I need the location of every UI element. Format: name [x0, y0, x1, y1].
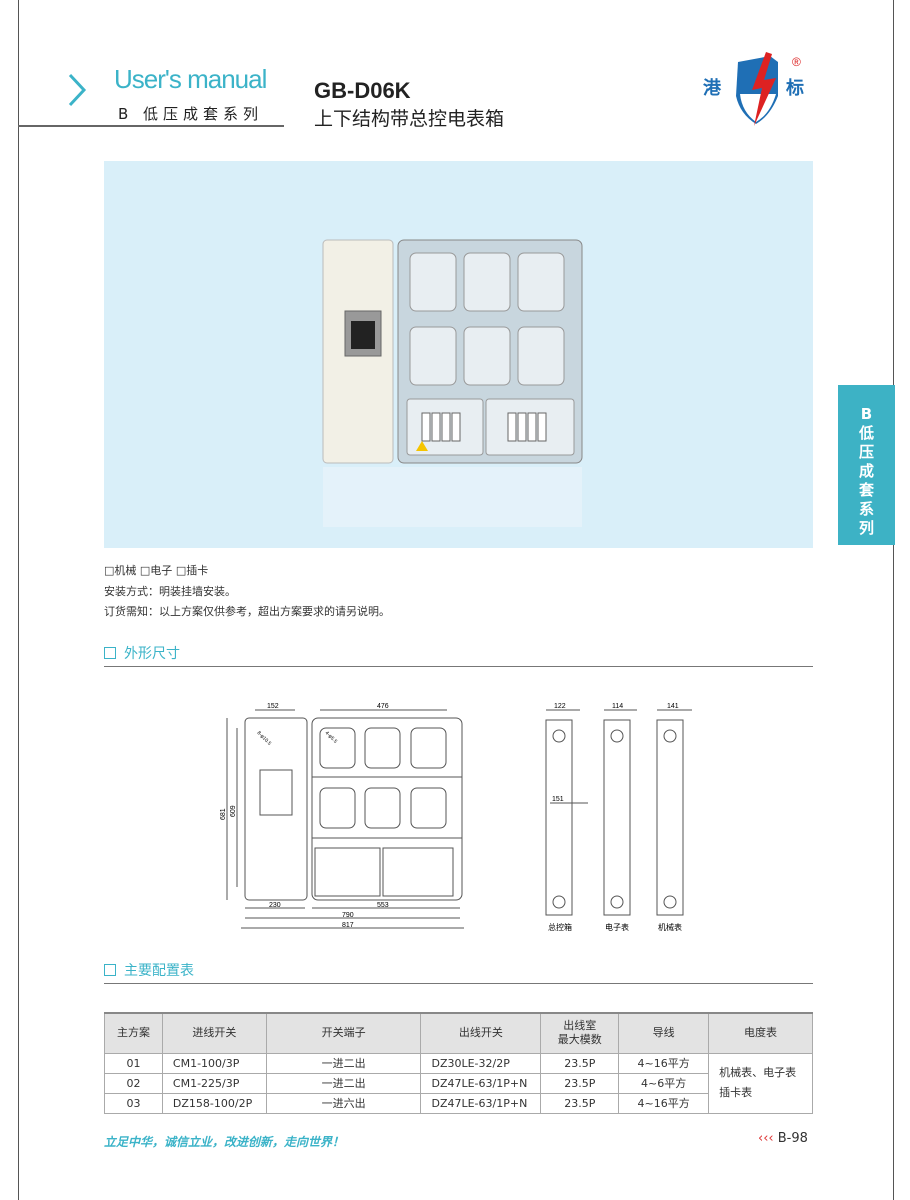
- install-method: 安装方式：明装挂墙安装。: [104, 585, 236, 598]
- table-row: 03 DZ158-100/2P 一进六出 DZ47LE-63/1P+N 23.5…: [104, 1093, 813, 1114]
- cell: DZ47LE-63/1P+N: [420, 1073, 542, 1094]
- chevrons-left-icon: ‹‹‹: [758, 1131, 774, 1146]
- header-rule: [18, 125, 284, 127]
- dim-122: 122: [554, 703, 566, 710]
- dim-790: 790: [342, 912, 354, 919]
- dim-114: 114: [612, 703, 623, 710]
- page-number-text: B-98: [777, 1131, 808, 1146]
- meter-options: □机械 □电子 □插卡: [104, 562, 208, 578]
- config-table: 主方案 进线开关 开关端子 出线开关 出线室最大模数 导线 电度表 01 CM1…: [104, 1012, 813, 1114]
- series-side-tab[interactable]: B 低压成套系列: [838, 385, 895, 545]
- section-divider: [104, 983, 813, 984]
- cell: 4~16平方: [618, 1053, 710, 1074]
- cell: CM1-225/3P: [161, 1073, 267, 1094]
- model-number: GB-D06K: [314, 78, 411, 103]
- cell: 一进二出: [265, 1053, 422, 1074]
- section-dimensions: 外形尺寸: [104, 643, 180, 663]
- col-header: 主方案: [104, 1012, 163, 1054]
- order-note: 订货需知：以上方案仅供参考，超出方案要求的请另说明。: [104, 605, 390, 618]
- product-photo: [104, 161, 813, 548]
- page-title: 上下结构带总控电表箱: [314, 108, 505, 130]
- option-mechanical: □机械: [104, 564, 137, 577]
- hole-note-1: 8-φ10.5: [256, 730, 273, 747]
- cell: 23.5P: [540, 1053, 620, 1074]
- chevron-right-icon: [68, 73, 87, 107]
- arrow-box-icon: [104, 964, 116, 976]
- footer-slogan: 立足中华，诚信立业，改进创新，走向世界！: [104, 1135, 345, 1149]
- dim-141: 141: [667, 703, 679, 710]
- side-label-mechanical: 机械表: [658, 922, 682, 932]
- col-header-line: 出线室: [563, 1019, 597, 1033]
- cell: 一进六出: [265, 1093, 422, 1114]
- cell: 4~16平方: [618, 1093, 710, 1114]
- col-header: 进线开关: [161, 1012, 267, 1054]
- cell: 03: [104, 1093, 163, 1114]
- table-row: 02 CM1-225/3P 一进二出 DZ47LE-63/1P+N 23.5P …: [104, 1073, 813, 1094]
- side-label-main: 总控箱: [548, 922, 572, 932]
- svg-text:港: 港: [703, 78, 722, 98]
- dim-476: 476: [377, 703, 389, 710]
- cell-meter-types: 机械表、电子表插卡表: [708, 1053, 813, 1114]
- section-title: 外形尺寸: [124, 646, 180, 662]
- side-tab-text: 低压成套系列: [858, 424, 874, 537]
- section-title: 主要配置表: [124, 963, 194, 979]
- col-header: 电度表: [708, 1012, 813, 1054]
- option-electronic: □电子: [139, 564, 173, 577]
- shield-lightning-icon: 港 标 ®: [703, 52, 804, 126]
- option-card: □插卡: [175, 564, 209, 577]
- meter-box-image: [322, 239, 583, 527]
- brand-logo: 港 标 ®: [700, 48, 818, 128]
- cell: 23.5P: [540, 1093, 620, 1114]
- page-number: ‹‹‹ B-98: [758, 1131, 808, 1146]
- page-border-left: [18, 0, 19, 1200]
- cell: 01: [104, 1053, 163, 1074]
- col-header: 开关端子: [265, 1012, 422, 1054]
- col-header: 出线开关: [420, 1012, 542, 1054]
- table-header-row: 主方案 进线开关 开关端子 出线开关 出线室最大模数 导线 电度表: [104, 1012, 813, 1054]
- cell: DZ30LE-32/2P: [420, 1053, 542, 1074]
- cell: 02: [104, 1073, 163, 1094]
- dim-152: 152: [267, 703, 279, 710]
- cell: DZ47LE-63/1P+N: [420, 1093, 542, 1114]
- col-header-line: 最大模数: [557, 1033, 602, 1047]
- cell: 23.5P: [540, 1073, 620, 1094]
- svg-text:®: ®: [792, 55, 801, 69]
- side-dimension-drawing: 122 151 114 141 总控箱 电子表 机械表: [545, 703, 692, 932]
- manual-title: User's manual: [114, 64, 267, 94]
- svg-text:标: 标: [785, 77, 804, 98]
- cell: CM1-100/3P: [161, 1053, 267, 1074]
- col-header: 出线室最大模数: [540, 1012, 620, 1054]
- hole-note-2: 4-φ5.5: [324, 730, 339, 745]
- cell: DZ158-100/2P: [161, 1093, 267, 1114]
- cell: 一进二出: [265, 1073, 422, 1094]
- meter-types-line: 机械表、电子表: [719, 1066, 797, 1079]
- page-border-right: [893, 0, 894, 1200]
- dim-230: 230: [269, 902, 281, 909]
- series-label: B 低压成套系列: [118, 105, 264, 123]
- dim-553: 553: [377, 902, 389, 909]
- cell: 4~6平方: [618, 1073, 710, 1094]
- dim-609: 609: [230, 805, 237, 817]
- table-row: 01 CM1-100/3P 一进二出 DZ30LE-32/2P 23.5P 4~…: [104, 1053, 813, 1114]
- arrow-box-icon: [104, 647, 116, 659]
- dim-151: 151: [552, 796, 564, 803]
- dim-817: 817: [342, 922, 354, 929]
- side-label-electronic: 电子表: [605, 922, 629, 932]
- col-header: 导线: [618, 1012, 710, 1054]
- dim-681: 681: [220, 808, 227, 820]
- side-tab-letter: B: [860, 405, 873, 423]
- section-divider: [104, 666, 813, 667]
- section-config: 主要配置表: [104, 960, 194, 980]
- meter-types-line: 插卡表: [719, 1086, 753, 1099]
- front-dimension-drawing: 152 476 681 609 230 553 790 817 8-φ10.5 …: [220, 703, 464, 929]
